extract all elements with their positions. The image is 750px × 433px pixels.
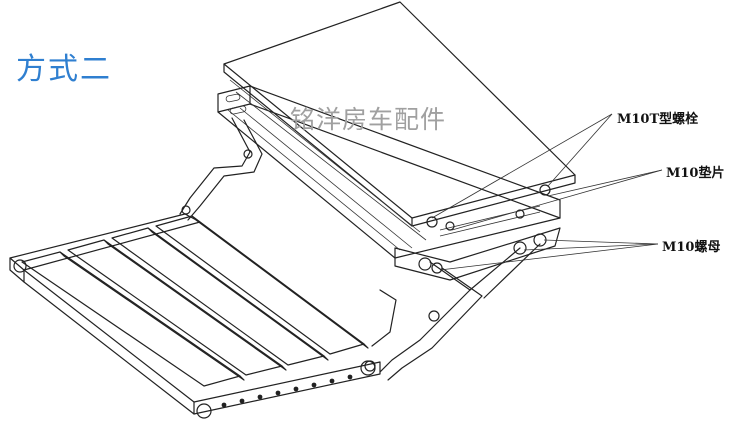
leader-lines xyxy=(431,113,663,271)
watermark-text: 铭洋房车配件 xyxy=(290,105,447,134)
bracket-bolts xyxy=(426,184,551,231)
tread-bars xyxy=(21,215,369,387)
mounting-plate xyxy=(223,1,576,241)
callout-washer-label: M10垫片 xyxy=(666,166,725,181)
page-title: 方式二 xyxy=(16,52,112,87)
callout-nut-label: M10螺母 xyxy=(662,240,721,255)
callout-bolt-label: M10T型螺栓 xyxy=(617,112,699,127)
frame-holes xyxy=(221,374,353,408)
linkage-arms xyxy=(179,117,541,381)
